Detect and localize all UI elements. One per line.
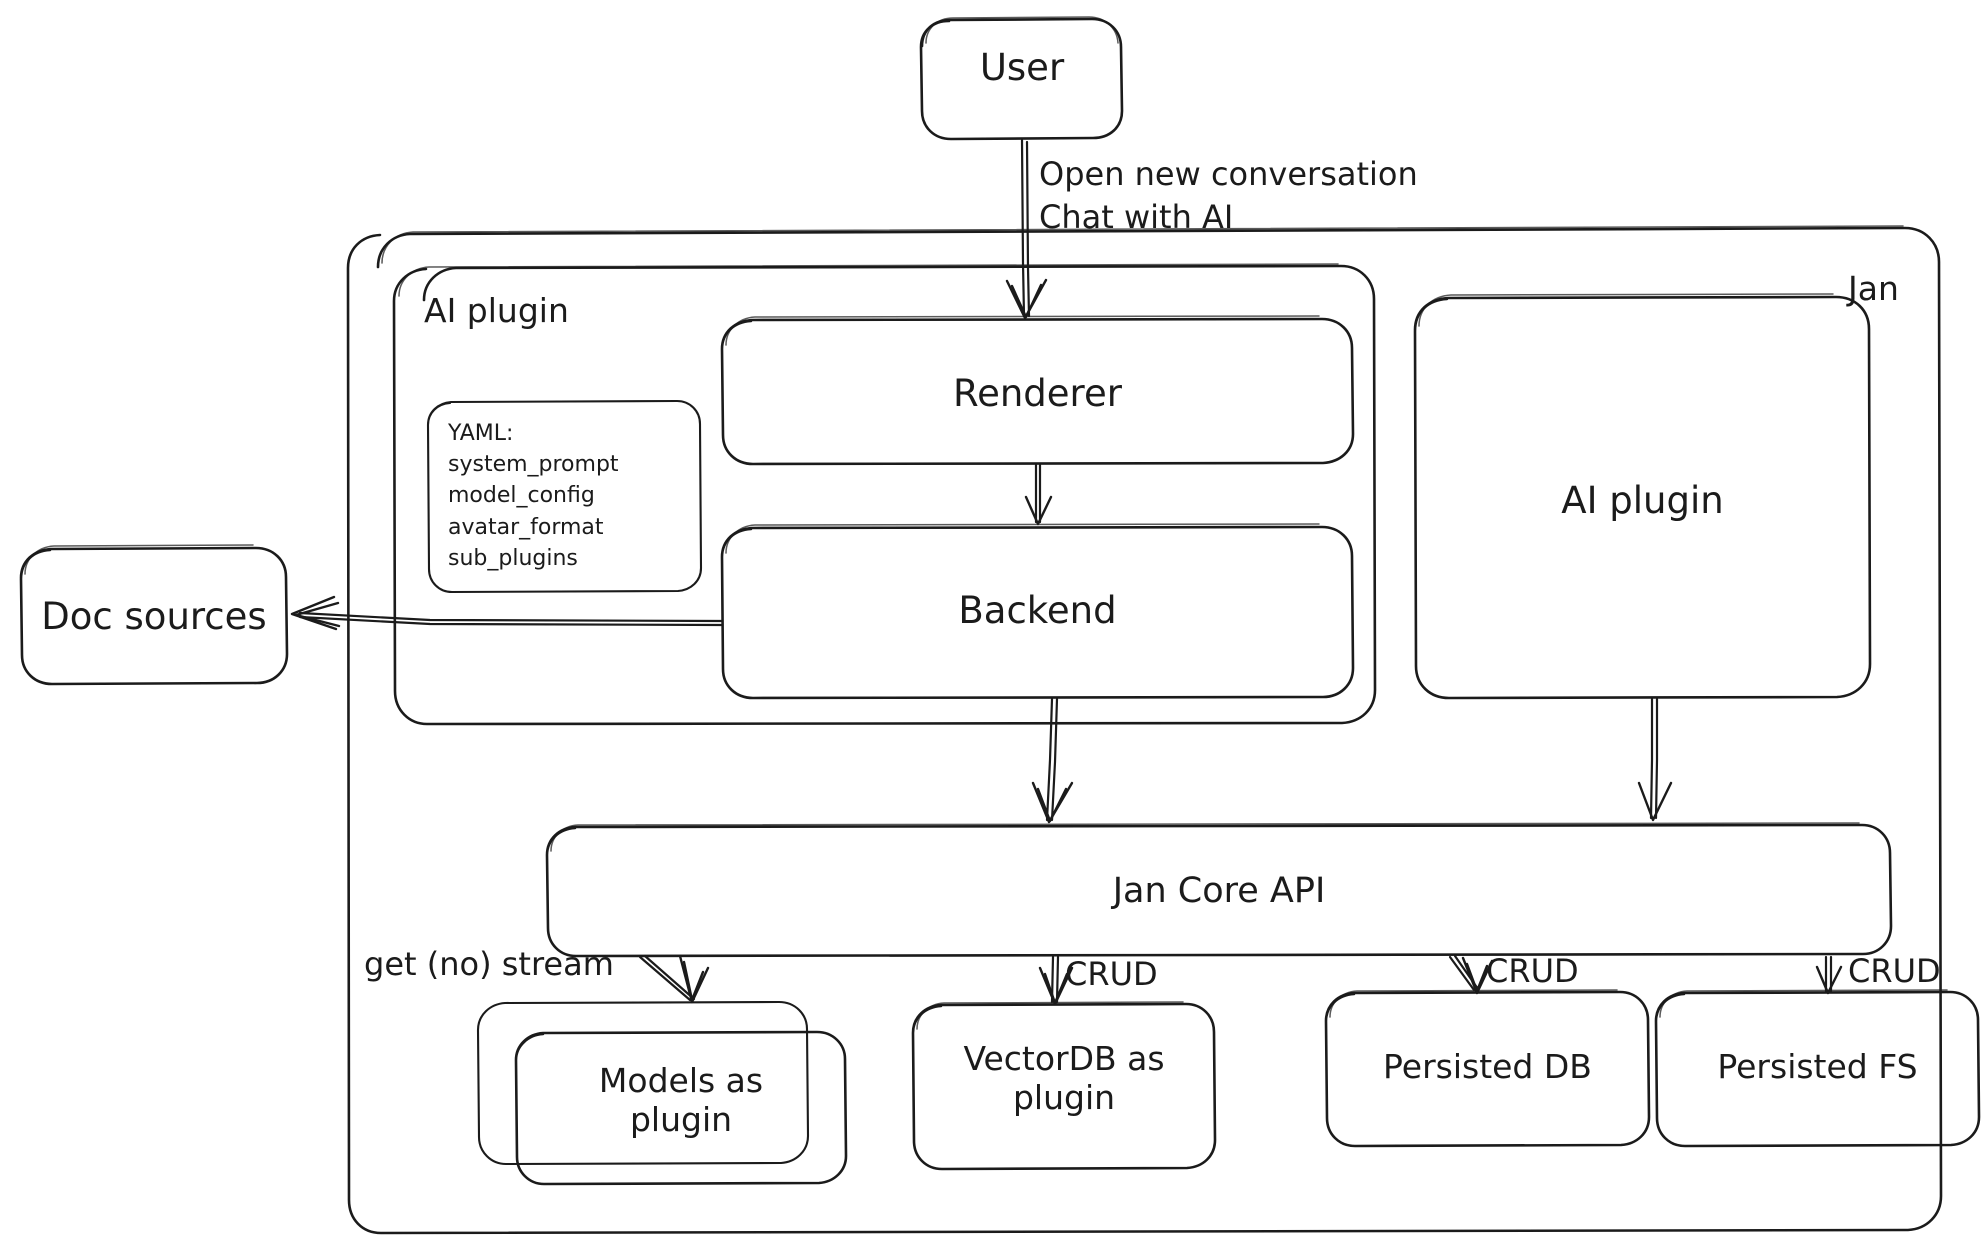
jan-core-api-node[interactable] [547,824,1891,956]
edge-backend-to-doc-sources [290,595,724,631]
ai-plugin-container-shape [392,263,1377,726]
renderer-box-shape [720,315,1355,466]
ai-plugin-right-box-shape [1413,293,1872,700]
edge-ai-plugin-to-core [1637,697,1673,822]
edge-backend-to-core [1031,697,1074,824]
edge-core-to-persisted-fs [1815,955,1843,995]
renderer-node[interactable] [722,318,1353,465]
jan-core-api-box-shape [545,822,1893,958]
edge-core-to-vectordb [1038,955,1074,1006]
persisted-fs-node[interactable] [1656,990,1979,1146]
models-as-plugin-node[interactable] [478,1002,846,1184]
vectordb-as-plugin-box-shape [911,1001,1217,1171]
edge-user-to-renderer [1005,138,1048,320]
jan-container-shape [346,225,1943,1235]
backend-node[interactable] [722,526,1353,699]
persisted-db-box-shape [1324,989,1651,1148]
persisted-fs-box-shape [1654,989,1981,1148]
yaml-note-box-shape [426,399,703,594]
edge-renderer-to-backend [1024,463,1053,526]
edge-core-to-models [638,954,710,1004]
models-as-plugin-box-shape [476,1000,848,1186]
edge-core-to-persisted-db [1448,954,1494,995]
doc-sources-box-shape [19,544,289,686]
user-box-shape [919,16,1124,141]
doc-sources-node[interactable] [21,545,287,684]
vectordb-as-plugin-node[interactable] [913,1002,1215,1169]
ai-plugin-right-node[interactable] [1415,296,1870,698]
backend-box-shape [720,523,1355,700]
persisted-db-node[interactable] [1326,990,1649,1146]
yaml-note-node[interactable] [428,401,701,592]
user-node[interactable] [921,18,1122,140]
